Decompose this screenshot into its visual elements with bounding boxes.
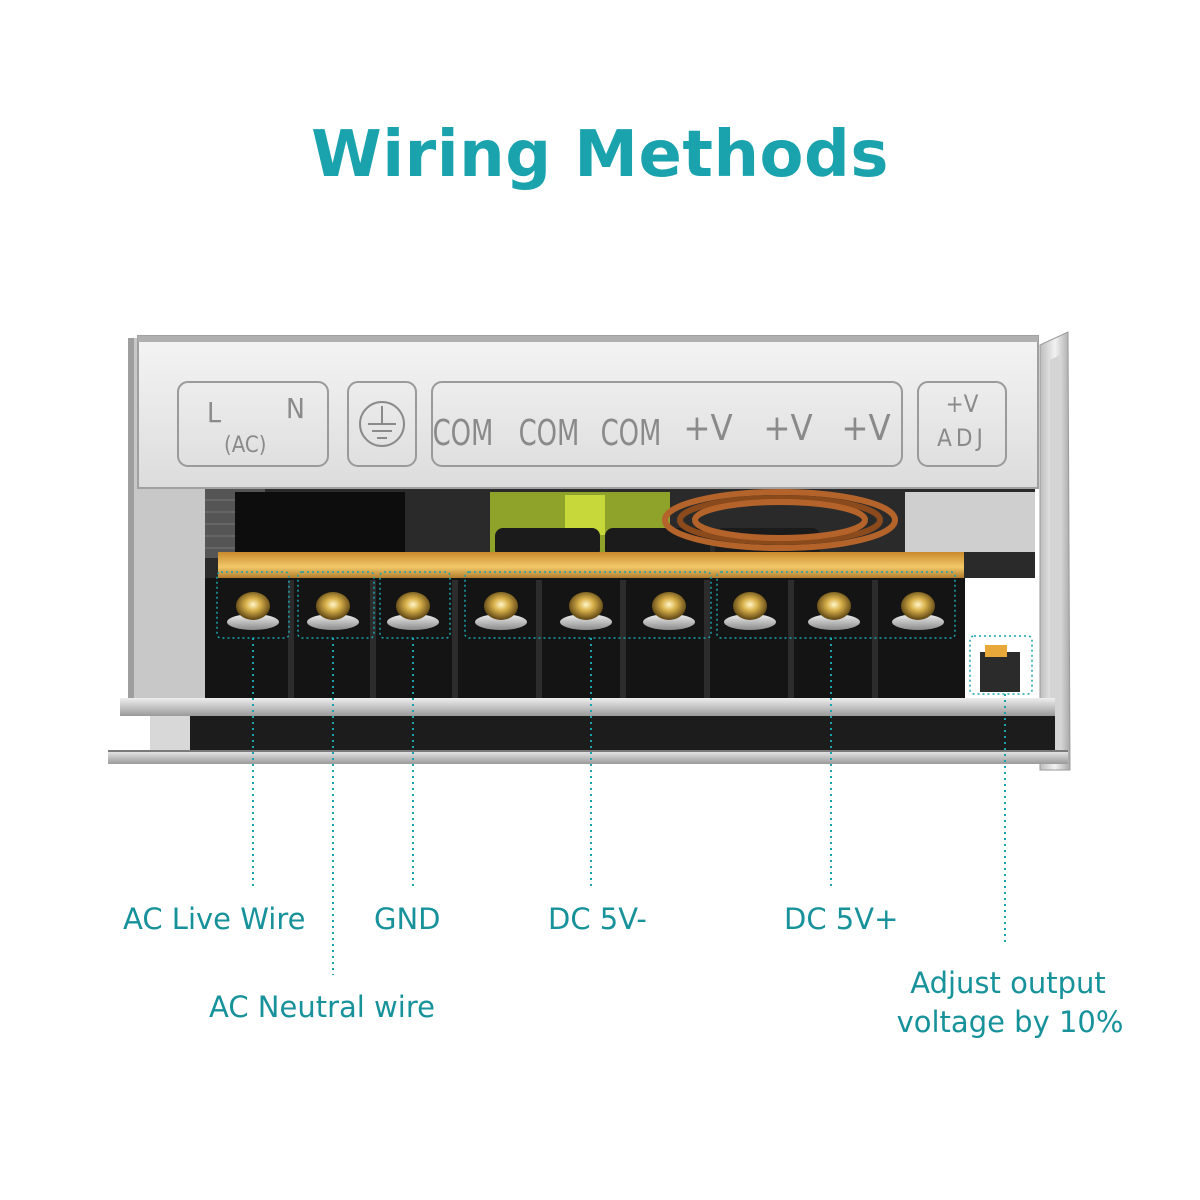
ac-n-text: N — [286, 392, 305, 425]
dc-plus-label: DC 5V+ — [784, 902, 899, 936]
screw-7 — [724, 592, 776, 630]
adjust-label-line1: Adjust output — [910, 966, 1106, 1000]
adj-bottom-text: ADJ — [937, 424, 987, 452]
terminal-screws — [227, 592, 944, 630]
screw-5 — [560, 592, 612, 630]
terminal-label: COM — [601, 412, 662, 454]
ac-l-text: L — [207, 396, 221, 429]
dc-terminals-label-box — [431, 381, 903, 467]
component-block — [235, 492, 405, 562]
terminal-label: COM — [519, 412, 580, 454]
ac-label-box — [177, 381, 329, 467]
screw-8 — [808, 592, 860, 630]
ground-symbol-icon — [359, 401, 405, 447]
adjust-potentiometer — [980, 645, 1020, 692]
ac-neutral-wire-label: AC Neutral wire — [209, 990, 435, 1024]
terminal-cover-rail — [218, 552, 964, 582]
screw-3 — [387, 592, 439, 630]
screw-9 — [892, 592, 944, 630]
adj-top-text: +V — [946, 390, 979, 418]
side-flange — [1039, 331, 1071, 771]
leader-lines — [252, 638, 1006, 975]
ground-label-box — [347, 381, 417, 467]
copper-coil — [662, 489, 898, 551]
adj-label-box — [917, 381, 1007, 467]
dc-minus-label: DC 5V- — [548, 902, 647, 936]
capacitor — [495, 528, 600, 558]
ac-mid-text: (AC) — [224, 433, 266, 458]
screw-1 — [227, 592, 279, 630]
page-title: Wiring Methods — [311, 118, 889, 192]
terminal-label: +V — [841, 408, 890, 449]
terminal-label: +V — [683, 408, 732, 449]
terminal-label: COM — [433, 412, 494, 454]
gnd-label: GND — [374, 902, 441, 936]
screw-6 — [643, 592, 695, 630]
terminal-label: +V — [763, 408, 812, 449]
screw-2 — [307, 592, 359, 630]
base-plate — [108, 698, 1068, 764]
adjust-label-line2: voltage by 10% — [896, 1005, 1124, 1039]
ac-live-wire-label: AC Live Wire — [123, 902, 306, 936]
front-label-panel: L N (AC) COM COM COM +V +V +V +V ADJ — [137, 335, 1039, 489]
screw-4 — [475, 592, 527, 630]
